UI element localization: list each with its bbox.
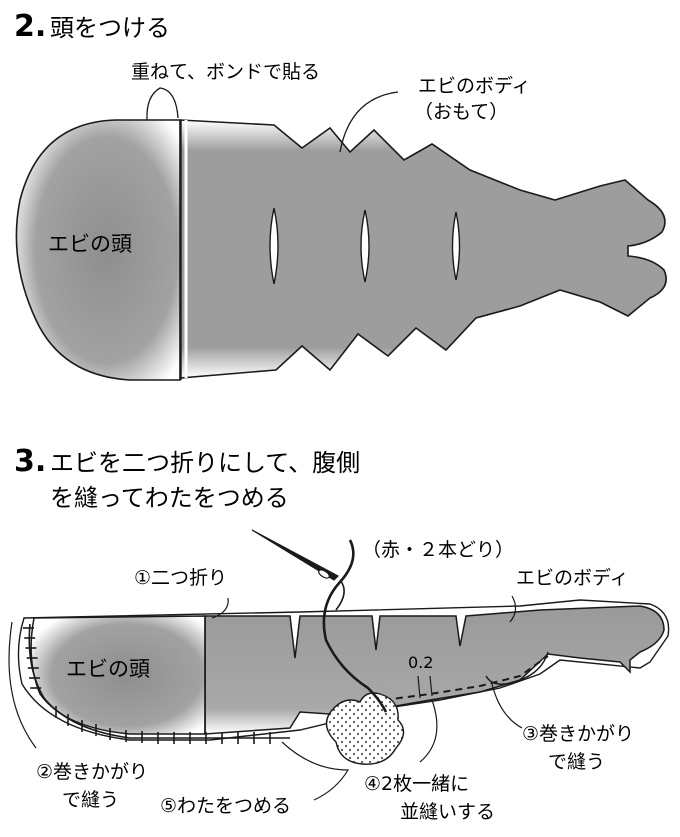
step3-whip-stitch-right — [485, 651, 549, 685]
step2-glue-leader — [146, 87, 179, 121]
step3-title-line1: エビを二つ折りにして、腹側 — [50, 449, 360, 477]
step2-shrimp-body — [179, 119, 667, 379]
step3-stuffing-leader — [281, 741, 350, 801]
step2-slit — [360, 209, 370, 283]
step3-running-label-line1: ④2枚一緒に — [364, 773, 469, 795]
step2-slit — [269, 207, 279, 285]
step3-fold-label: ①二つ折り — [134, 567, 227, 589]
step3-stuffing-label: ⑤わたをつめる — [160, 795, 291, 817]
step3-body-label: エビのボディ — [516, 567, 629, 589]
step2-head-label: エビの頭 — [48, 232, 132, 256]
step3-whip-right-label-line2: で縫う — [548, 751, 605, 773]
step3-shrimp-head — [30, 615, 206, 735]
step3-number: 3. — [14, 444, 46, 479]
step2-slit — [451, 211, 461, 281]
step3-thread-strand — [335, 579, 345, 611]
step3-whip-stitch-left — [28, 623, 290, 739]
step3-fold-leader — [211, 597, 229, 619]
step2-title: 頭をつける — [50, 14, 170, 42]
step3-margin-marker — [417, 675, 433, 699]
step3-title-line2: を縫ってわたをつめる — [50, 484, 289, 512]
step3-whip-right-leader — [491, 683, 523, 729]
step3-whip-stitch-ticks — [23, 627, 271, 744]
step2-shrimp-head — [15, 119, 181, 381]
step3-whip-left-label-line2: で縫う — [62, 789, 119, 811]
step2-heading: 2. 頭をつける — [14, 9, 170, 44]
step3-head-label: エビの頭 — [66, 657, 150, 681]
step3-body-leader — [509, 595, 517, 623]
step3-needle — [251, 529, 339, 581]
step3-stuffing — [325, 692, 405, 765]
step3-needle-eye — [318, 569, 330, 579]
step2-body-leader — [339, 91, 399, 153]
step3-thread-label: （赤・２本どり） — [362, 539, 514, 561]
step2-number: 2. — [14, 9, 46, 44]
step3-running-label-line2: 並縫いする — [400, 801, 495, 823]
step3-running-leader — [419, 699, 438, 763]
step2-body-label-line2: （おもて） — [414, 101, 508, 123]
step3-whip-left-label-line1: ②巻きかがり — [36, 761, 148, 783]
step3-heading: 3. エビを二つ折りにして、腹側 を縫ってわたをつめる — [14, 444, 360, 512]
step3-running-stitch — [383, 655, 549, 701]
step2-body-label-line1: エビのボディ — [418, 75, 531, 97]
step3-margin-label: 0.2 — [408, 653, 433, 672]
step3-thread — [322, 539, 388, 713]
step3-whip-right-label-line1: ③巻きかがり — [522, 723, 634, 745]
step2-glue-label: 重ねて、ボンドで貼る — [131, 61, 320, 83]
step3-shrimp-body — [204, 605, 665, 735]
step3-whip-left-leader — [8, 621, 37, 749]
